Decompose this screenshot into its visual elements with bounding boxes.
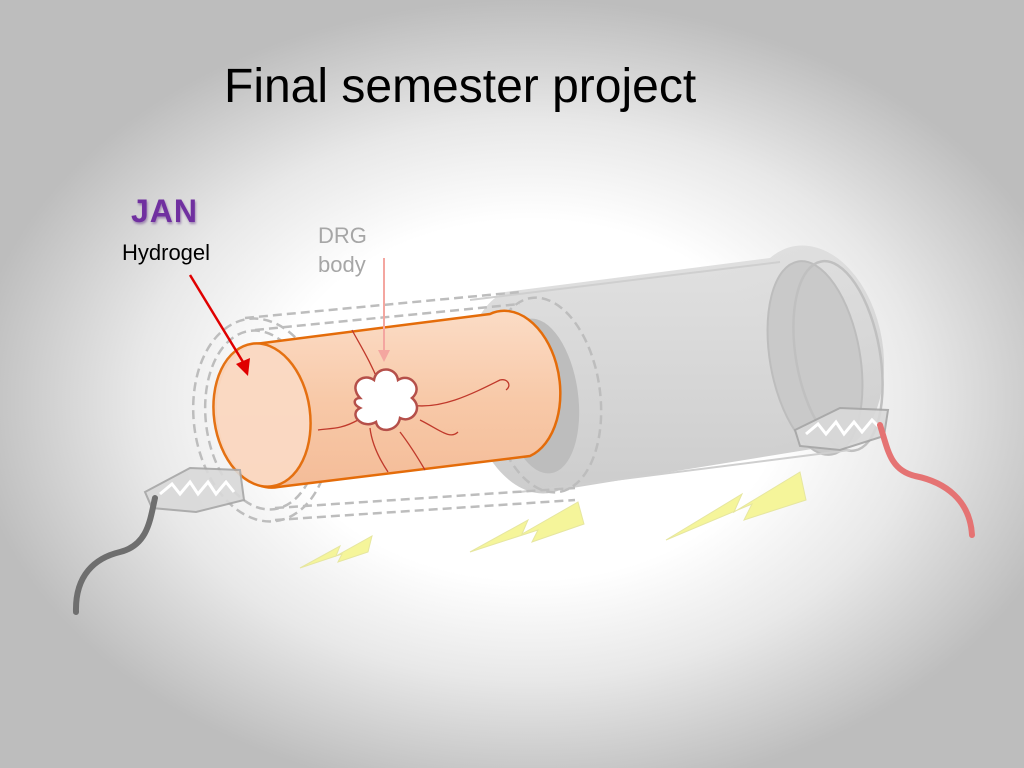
drg-label-line2: body [318, 251, 366, 277]
lightning-bolt-icon [665, 471, 807, 541]
electrode-clip-icon [793, 406, 975, 538]
hydrogel-pointer-arrow [188, 274, 250, 376]
drg-label-line1: DRG [318, 223, 367, 248]
jan-label: JAN [131, 193, 199, 229]
drg-body-label: DRG body [318, 222, 408, 279]
lightning-bolt-icon [469, 501, 585, 553]
drg-pointer-arrow [378, 258, 390, 362]
hydrogel-label: Hydrogel [122, 240, 211, 265]
electrode-clip-icon [72, 466, 246, 615]
neurites [317, 329, 510, 473]
lightning-bolt-icon [299, 535, 373, 569]
slide-title: Final semester project [224, 60, 697, 113]
drg-body-icon [353, 368, 419, 431]
